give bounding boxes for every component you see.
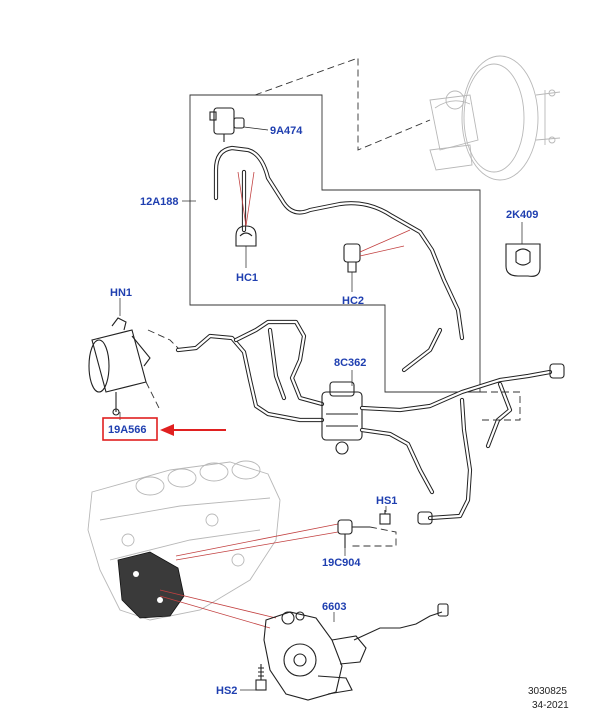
revision-date: 34-2021 bbox=[532, 700, 569, 711]
vacuum-hose-harness-8c362 bbox=[175, 319, 565, 525]
label-hc2: HC2 bbox=[342, 295, 364, 307]
illustration-number: 3030825 bbox=[528, 686, 567, 697]
label-hn1: HN1 bbox=[110, 287, 132, 299]
engine-mounting-area bbox=[117, 551, 185, 619]
bolt-hs1 bbox=[379, 510, 391, 525]
highlight-arrow bbox=[160, 424, 226, 436]
label-2k409: 2K409 bbox=[506, 209, 538, 221]
label-hs2: HS2 bbox=[216, 685, 237, 697]
label-19a566: 19A566 bbox=[108, 424, 147, 436]
actuator-19a566 bbox=[88, 317, 151, 416]
brake-booster-ghost bbox=[429, 55, 561, 181]
label-19c904: 19C904 bbox=[322, 557, 361, 569]
bolt-hs2 bbox=[255, 664, 267, 691]
label-8c362: 8C362 bbox=[334, 357, 366, 369]
sensor-19c904 bbox=[337, 519, 370, 548]
label-hc1: HC1 bbox=[236, 272, 258, 284]
engine-block-ghost bbox=[87, 460, 281, 621]
hose-assembly-frame bbox=[189, 94, 481, 393]
highlight-box-19a566 bbox=[102, 417, 158, 441]
bracket-2k409 bbox=[505, 243, 541, 277]
label-9a474: 9A474 bbox=[270, 125, 303, 137]
clip-hc1 bbox=[235, 225, 257, 247]
oil-pump-6603 bbox=[263, 603, 449, 701]
label-6603: 6603 bbox=[322, 601, 346, 613]
clip-hc2 bbox=[343, 243, 361, 273]
label-12a188: 12A188 bbox=[140, 196, 179, 208]
pressure-sensor-9a474 bbox=[209, 107, 245, 142]
label-hs1: HS1 bbox=[376, 495, 397, 507]
